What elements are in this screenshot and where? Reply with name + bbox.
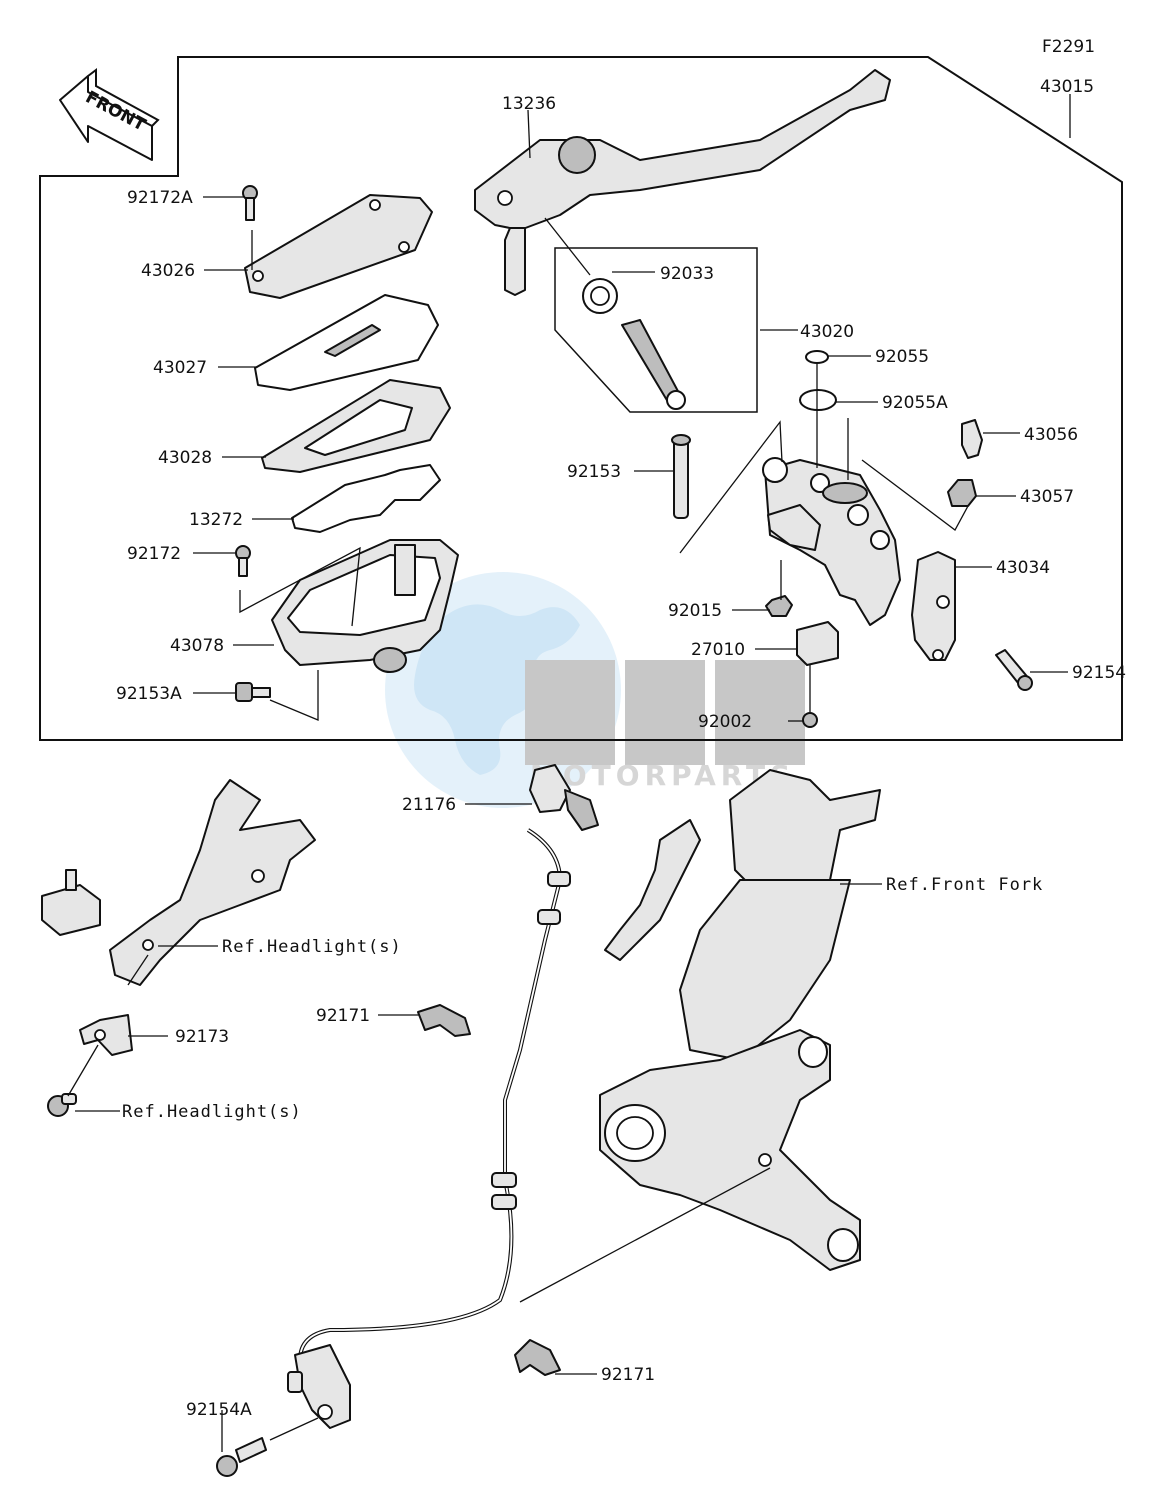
diaphragm [261, 379, 451, 473]
label-13236: 13236 [502, 94, 556, 114]
bolt-92154 [995, 649, 1033, 691]
assembly-frame [39, 56, 1123, 741]
bolt-92153A [235, 682, 271, 702]
label-21176: 21176 [402, 795, 456, 815]
o-ring-92055A [799, 389, 837, 411]
watermark-block-o [525, 660, 615, 765]
clip-92173 [79, 1014, 133, 1056]
label-43034: 43034 [996, 558, 1050, 578]
label-92153: 92153 [567, 462, 621, 482]
wire-grommet-4 [491, 1194, 517, 1210]
label-92055A: 92055A [882, 393, 948, 413]
clip-92171-a [417, 1004, 471, 1037]
bracket-master-cyl [679, 420, 783, 554]
label-27010: 27010 [691, 640, 745, 660]
label-ref-headlight-1: Ref.Headlight(s) [222, 937, 402, 957]
bleeder-43056 [961, 419, 983, 459]
front-arrow-icon: FRONT [59, 68, 160, 161]
label-ref-front-fork: Ref.Front Fork [886, 875, 1043, 895]
label-92033: 92033 [660, 264, 714, 284]
label-43020: 43020 [800, 322, 854, 342]
label-92172: 92172 [127, 544, 181, 564]
reservoir-cap [244, 194, 433, 299]
master-cylinder [762, 457, 901, 626]
screw-ref-headlight [47, 1093, 77, 1117]
label-92055: 92055 [875, 347, 929, 367]
label-43028: 43028 [158, 448, 212, 468]
screw-92172 [235, 545, 251, 577]
label-43026: 43026 [141, 261, 195, 281]
harness-bracket [287, 1344, 351, 1429]
label-43027: 43027 [153, 358, 207, 378]
label-92171-a: 92171 [316, 1006, 370, 1026]
label-ref-headlight-2: Ref.Headlight(s) [122, 1102, 302, 1122]
switch-27010 [796, 621, 839, 666]
label-43015: 43015 [1040, 77, 1094, 97]
label-43057: 43057 [1020, 487, 1074, 507]
brake-lever [474, 69, 891, 296]
watermark-block-s [625, 660, 705, 765]
screw-92172A [242, 185, 258, 221]
float [291, 464, 441, 533]
wire-harness [298, 828, 563, 1361]
reservoir-plate [254, 294, 439, 391]
bracket-reservoir-left [239, 546, 361, 627]
bracket-92153A [269, 670, 319, 721]
washer-92055 [805, 350, 829, 364]
reservoir-body [271, 539, 459, 673]
bracket-43057 [861, 459, 969, 531]
label-92153A: 92153A [116, 684, 182, 704]
sensor-21176 [529, 764, 599, 831]
label-92154A: 92154A [186, 1400, 252, 1420]
screw-92002 [802, 712, 818, 728]
adjuster-group [554, 247, 758, 413]
watermark-block-m [715, 660, 805, 765]
nut-92015 [765, 595, 793, 617]
front-fork [679, 769, 881, 1061]
figure-code: F2291 [1042, 37, 1095, 57]
wire-grommet-2 [537, 909, 561, 925]
label-43078: 43078 [170, 636, 224, 656]
wire-grommet-1 [547, 871, 571, 887]
label-13272: 13272 [189, 510, 243, 530]
leader-lines [67, 109, 1068, 1452]
label-92171-b: 92171 [601, 1365, 655, 1385]
wire-grommet-3 [491, 1172, 517, 1188]
cap-43057 [947, 479, 977, 507]
pin-92153 [671, 434, 691, 519]
label-92154: 92154 [1072, 663, 1126, 683]
steering-stem [599, 819, 861, 1271]
watermark: MOTORPARTS [385, 572, 805, 808]
clip-92171-b [514, 1339, 561, 1376]
label-92172A: 92172A [127, 188, 193, 208]
label-92173: 92173 [175, 1027, 229, 1047]
bolt-92154A [216, 1437, 267, 1477]
label-92015: 92015 [668, 601, 722, 621]
clamp-43034 [911, 551, 956, 661]
label-43056: 43056 [1024, 425, 1078, 445]
callout-labels: 43015 13236 92172A 43026 92033 43020 430… [116, 77, 1126, 1420]
headlight-bracket [41, 779, 316, 986]
label-92002: 92002 [698, 712, 752, 732]
watermark-continents [414, 604, 580, 775]
